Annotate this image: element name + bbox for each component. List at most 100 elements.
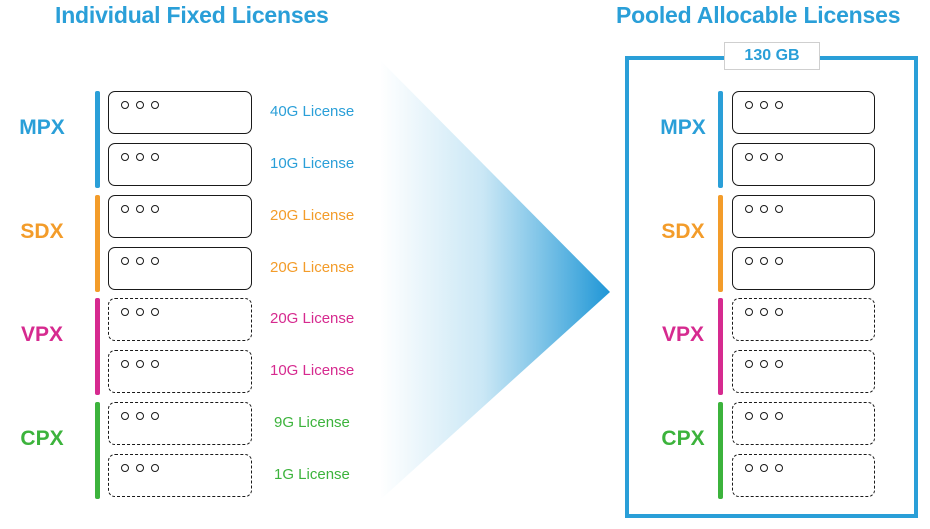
pool-capacity-badge: 130 GB bbox=[724, 42, 820, 70]
status-light-icon bbox=[136, 360, 144, 368]
license-label-vpx-1: 20G License bbox=[270, 310, 355, 327]
left-sdx-appliance-2 bbox=[108, 247, 252, 290]
left-mpx-appliance-1 bbox=[108, 91, 252, 134]
left-group-label-sdx: SDX bbox=[20, 220, 64, 243]
right-group-bar-sdx bbox=[718, 195, 723, 292]
status-light-icon bbox=[760, 205, 768, 213]
status-light-icon bbox=[760, 360, 768, 368]
status-lights-icon bbox=[121, 101, 159, 109]
status-light-icon bbox=[151, 360, 159, 368]
status-light-icon bbox=[760, 101, 768, 109]
status-lights-icon bbox=[121, 464, 159, 472]
status-light-icon bbox=[121, 464, 129, 472]
left-cpx-appliance-1 bbox=[108, 402, 252, 445]
status-light-icon bbox=[775, 412, 783, 420]
status-light-icon bbox=[760, 257, 768, 265]
status-light-icon bbox=[121, 257, 129, 265]
right-sdx-appliance-1 bbox=[732, 195, 875, 238]
status-light-icon bbox=[121, 205, 129, 213]
status-light-icon bbox=[151, 412, 159, 420]
status-light-icon bbox=[151, 153, 159, 161]
license-label-sdx-2: 20G License bbox=[270, 259, 355, 276]
left-group-label-mpx: MPX bbox=[19, 116, 65, 139]
status-light-icon bbox=[151, 101, 159, 109]
right-group-bar-cpx bbox=[718, 402, 723, 499]
status-light-icon bbox=[136, 412, 144, 420]
status-light-icon bbox=[745, 360, 753, 368]
status-lights-icon bbox=[121, 308, 159, 316]
status-light-icon bbox=[151, 257, 159, 265]
left-group-bar-sdx bbox=[95, 195, 100, 292]
status-light-icon bbox=[136, 308, 144, 316]
right-mpx-appliance-2 bbox=[732, 143, 875, 186]
license-label-vpx-2: 10G License bbox=[270, 362, 355, 379]
status-light-icon bbox=[775, 257, 783, 265]
status-light-icon bbox=[775, 153, 783, 161]
status-light-icon bbox=[760, 308, 768, 316]
status-light-icon bbox=[121, 153, 129, 161]
status-light-icon bbox=[136, 464, 144, 472]
license-label-mpx-2: 10G License bbox=[270, 155, 355, 172]
status-light-icon bbox=[151, 464, 159, 472]
status-lights-icon bbox=[745, 412, 783, 420]
right-cpx-appliance-1 bbox=[732, 402, 875, 445]
right-vpx-appliance-2 bbox=[732, 350, 875, 393]
right-mpx-appliance-1 bbox=[732, 91, 875, 134]
status-light-icon bbox=[151, 308, 159, 316]
status-lights-icon bbox=[745, 464, 783, 472]
right-title: Pooled Allocable Licenses bbox=[616, 2, 901, 28]
status-lights-icon bbox=[745, 153, 783, 161]
right-vpx-appliance-1 bbox=[732, 298, 875, 341]
right-group-label-mpx: MPX bbox=[660, 116, 706, 139]
status-light-icon bbox=[136, 257, 144, 265]
right-sdx-appliance-2 bbox=[732, 247, 875, 290]
status-light-icon bbox=[745, 153, 753, 161]
license-label-mpx-1: 40G License bbox=[270, 103, 355, 120]
status-light-icon bbox=[775, 360, 783, 368]
right-group-label-cpx: CPX bbox=[661, 427, 705, 450]
right-group-label-sdx: SDX bbox=[661, 220, 705, 243]
status-lights-icon bbox=[745, 101, 783, 109]
status-light-icon bbox=[745, 412, 753, 420]
left-vpx-appliance-1 bbox=[108, 298, 252, 341]
left-group-bar-vpx bbox=[95, 298, 100, 395]
status-light-icon bbox=[745, 464, 753, 472]
status-light-icon bbox=[121, 360, 129, 368]
status-light-icon bbox=[760, 412, 768, 420]
left-group-label-vpx: VPX bbox=[20, 323, 64, 346]
left-title: Individual Fixed Licenses bbox=[55, 2, 329, 28]
status-light-icon bbox=[136, 153, 144, 161]
status-lights-icon bbox=[745, 205, 783, 213]
status-lights-icon bbox=[121, 257, 159, 265]
status-light-icon bbox=[745, 101, 753, 109]
status-lights-icon bbox=[121, 205, 159, 213]
status-light-icon bbox=[121, 412, 129, 420]
left-group-bar-mpx bbox=[95, 91, 100, 188]
status-light-icon bbox=[775, 205, 783, 213]
status-lights-icon bbox=[121, 153, 159, 161]
left-group-label-cpx: CPX bbox=[20, 427, 64, 450]
status-light-icon bbox=[121, 308, 129, 316]
status-light-icon bbox=[745, 308, 753, 316]
license-label-cpx-2: 1G License bbox=[274, 466, 350, 483]
right-group-label-vpx: VPX bbox=[661, 323, 705, 346]
status-lights-icon bbox=[121, 412, 159, 420]
left-mpx-appliance-2 bbox=[108, 143, 252, 186]
status-light-icon bbox=[121, 101, 129, 109]
license-label-sdx-1: 20G License bbox=[270, 207, 355, 224]
status-lights-icon bbox=[745, 360, 783, 368]
status-lights-icon bbox=[121, 360, 159, 368]
pooling-arrow-graphic bbox=[380, 60, 610, 500]
status-light-icon bbox=[760, 153, 768, 161]
right-cpx-appliance-2 bbox=[732, 454, 875, 497]
status-light-icon bbox=[745, 205, 753, 213]
status-light-icon bbox=[760, 464, 768, 472]
right-group-bar-mpx bbox=[718, 91, 723, 188]
status-light-icon bbox=[136, 205, 144, 213]
left-sdx-appliance-1 bbox=[108, 195, 252, 238]
left-group-bar-cpx bbox=[95, 402, 100, 499]
pooling-arrow-shape bbox=[380, 60, 610, 500]
license-label-cpx-1: 9G License bbox=[274, 414, 350, 431]
status-lights-icon bbox=[745, 308, 783, 316]
status-light-icon bbox=[745, 257, 753, 265]
